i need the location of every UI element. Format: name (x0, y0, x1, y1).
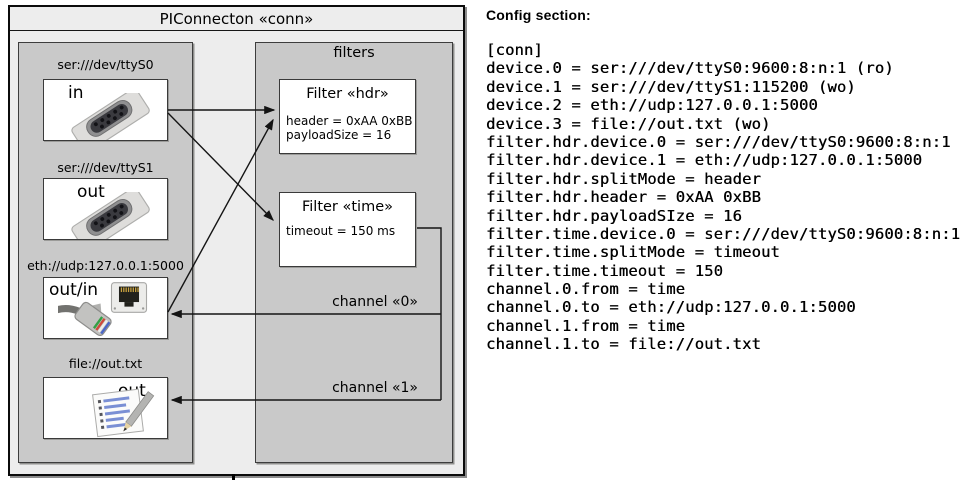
device-label-ttys0: ser:///dev/ttyS0 (57, 57, 154, 72)
device-label-file: file://out.txt (68, 356, 143, 371)
config-line: filter.hdr.device.1 = eth://udp:127.0.0.… (486, 151, 923, 170)
config-line: filter.hdr.header = 0xAA 0xBB (486, 188, 761, 207)
diagram-title: PIConnecton «conn» (159, 10, 314, 28)
config-line: filter.hdr.splitMode = header (486, 169, 761, 188)
serial-connector-icon (60, 93, 158, 141)
filter-title: Filter «hdr» (306, 86, 389, 102)
config-line: channel.1.to = file://out.txt (486, 335, 761, 354)
device-box-ttys1: out (43, 178, 168, 240)
filters-panel-title: filters (333, 45, 375, 61)
device-box-file: out (43, 377, 168, 439)
config-line: filter.time.timeout = 150 (486, 261, 724, 280)
config-section: [conn] device.0 = ser:///dev/ttyS0:9600:… (486, 41, 960, 354)
device-label-ttys1: ser:///dev/ttyS1 (57, 160, 154, 175)
notepad-pencil-icon (86, 386, 166, 439)
config-heading: Config section: (486, 7, 591, 23)
channel-1-label: channel «1» (332, 380, 418, 396)
filter-attr: payloadSize = 16 (286, 128, 392, 142)
config-line: device.2 = eth://udp:127.0.0.1:5000 (486, 96, 818, 115)
config-line: filter.time.splitMode = timeout (486, 243, 780, 262)
filter-box-hdr: Filter «hdr» header = 0xAA 0xBB payloadS… (279, 79, 416, 154)
serial-connector-icon (60, 192, 158, 240)
filter-attr: header = 0xAA 0xBB (286, 114, 413, 128)
config-line: device.0 = ser:///dev/ttyS0:9600:8:n:1 (… (486, 59, 894, 78)
config-line: filter.hdr.device.0 = ser:///dev/ttyS0:9… (486, 132, 951, 151)
device-box-eth: out/in (43, 277, 168, 339)
bottom-anchor-tick (232, 474, 235, 480)
config-line: filter.time.device.0 = ser:///dev/ttyS0:… (486, 224, 961, 243)
filter-box-time: Filter «time» timeout = 150 ms (279, 192, 416, 267)
config-line: channel.1.from = time (486, 316, 686, 335)
config-line: [conn] (486, 41, 543, 59)
config-line: channel.0.from = time (486, 280, 686, 299)
ethernet-cable-icon (58, 295, 122, 339)
filter-attr: timeout = 150 ms (286, 224, 396, 238)
config-line: channel.0.to = eth://udp:127.0.0.1:5000 (486, 298, 856, 317)
device-box-ttys0: in (43, 79, 168, 141)
device-direction-label: out (77, 182, 105, 202)
config-line: device.3 = file://out.txt (wo) (486, 114, 771, 133)
config-line: filter.hdr.payloadSIze = 16 (486, 206, 743, 225)
device-direction-label: in (68, 83, 84, 103)
title-separator (10, 30, 463, 31)
channel-0-label: channel «0» (332, 294, 418, 310)
device-direction-label: out/in (49, 280, 99, 300)
config-line: device.1 = ser:///dev/ttyS1:115200 (wo) (486, 77, 856, 96)
filter-title: Filter «time» (301, 199, 394, 215)
device-label-eth: eth://udp:127.0.0.1:5000 (27, 258, 184, 273)
